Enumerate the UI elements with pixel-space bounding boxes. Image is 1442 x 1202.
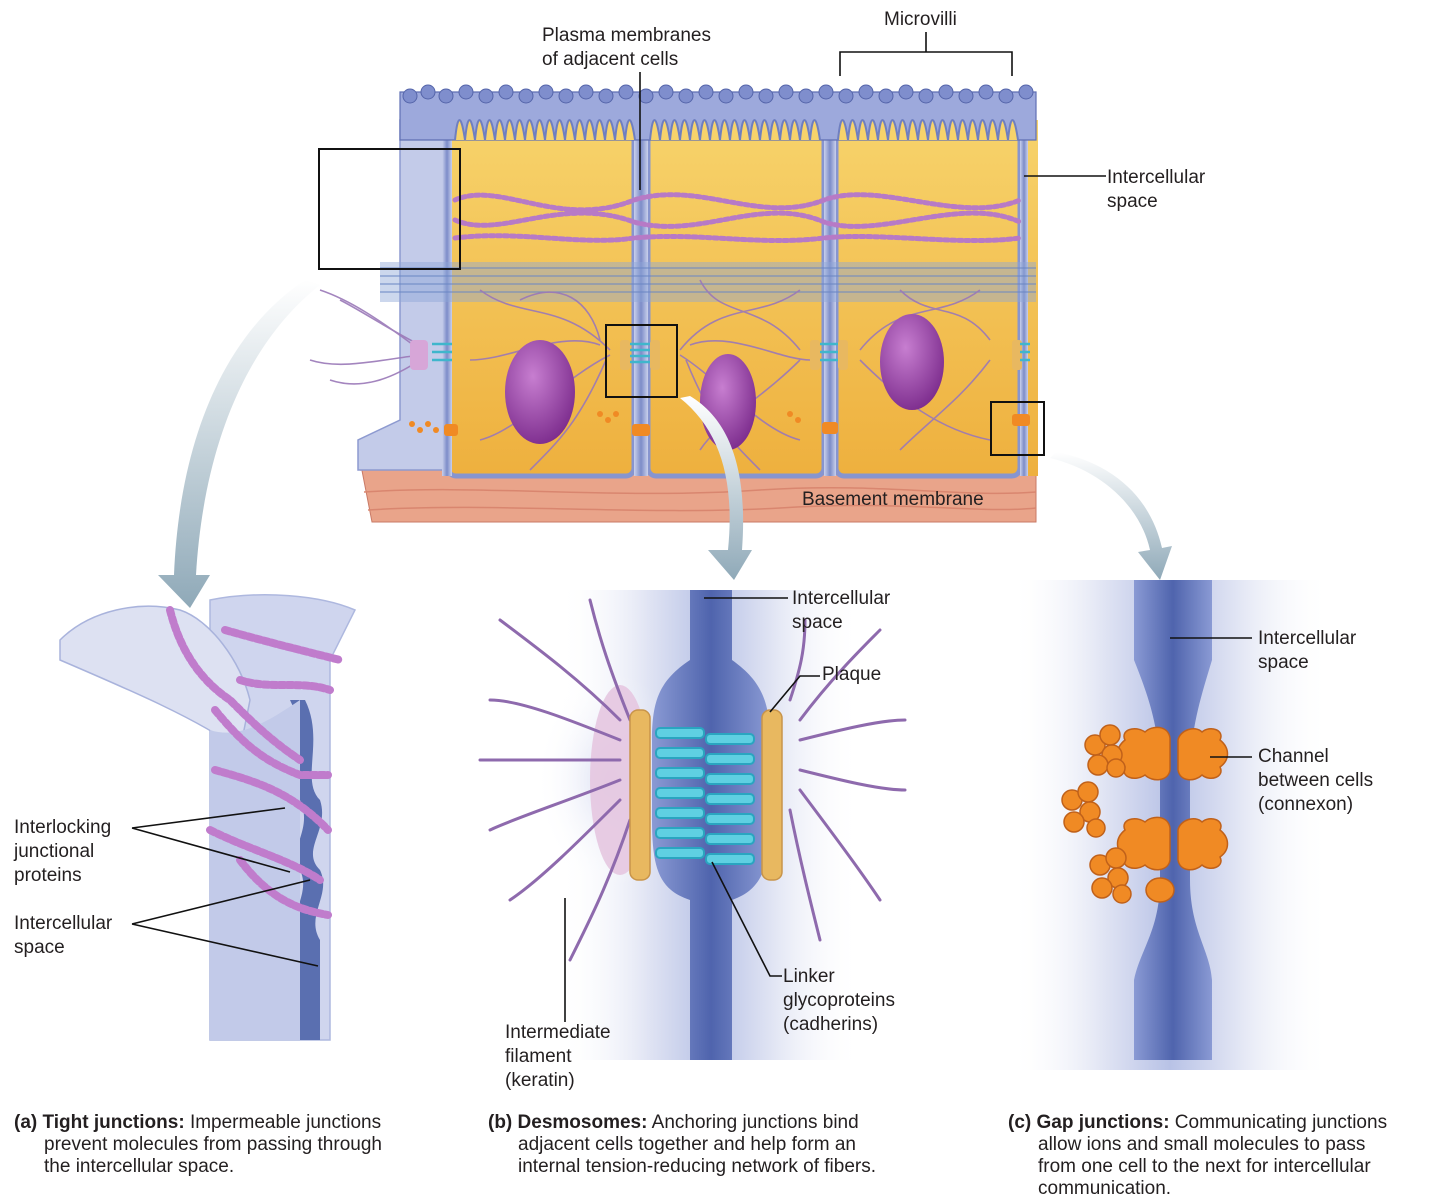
plaque-right [762,710,782,880]
plaque-left [630,710,650,880]
caption-b-letter: (b) [488,1112,512,1133]
label-plaque: Plaque [822,663,881,687]
caption-a-line: Impermeable junctions [190,1112,381,1133]
epithelium-block [310,85,1044,522]
caption-b-line: internal tension-reducing network of fib… [488,1156,958,1178]
caption-a-line: the intercellular space. [14,1156,454,1178]
label-linker-glycoproteins: Linker glycoproteins (cadherins) [783,965,895,1037]
label-intermediate-filament: Intermediate filament (keratin) [505,1021,611,1093]
caption-c-line: allow ions and small molecules to pass [1008,1134,1438,1156]
label-intercellular-space-c: Intercellular space [1258,627,1356,675]
nucleus [700,354,756,450]
microvilli [400,85,1036,140]
nucleus [880,314,944,410]
label-plasma-membranes: Plasma membranes of adjacent cells [542,24,711,72]
label-intercellular-space-top: Intercellular space [1107,166,1205,214]
label-basement-membrane: Basement membrane [802,488,984,512]
caption-a-title: Tight junctions: [43,1112,185,1133]
label-channel-connexon: Channel between cells (connexon) [1258,745,1373,817]
label-microvilli: Microvilli [884,8,957,32]
caption-b-line: adjacent cells together and help form an [488,1134,958,1156]
caption-a-letter: (a) [14,1112,37,1133]
arrow-to-panel-c [1050,452,1172,580]
label-intercellular-space-a: Intercellular space [14,912,112,960]
caption-c-line: communication. [1008,1178,1438,1200]
caption-b-title: Desmosomes: [518,1112,648,1133]
arrow-to-panel-a [158,280,320,608]
leader-microvilli [840,32,1012,76]
caption-c: (c) Gap junctions: Communicating junctio… [1008,1112,1438,1200]
caption-c-title: Gap junctions: [1037,1112,1170,1133]
caption-b: (b) Desmosomes: Anchoring junctions bind… [488,1112,958,1178]
caption-c-line: Communicating junctions [1175,1112,1387,1133]
nucleus [505,340,575,444]
caption-c-letter: (c) [1008,1112,1031,1133]
caption-c-line: from one cell to the next for intercellu… [1008,1156,1438,1178]
caption-a-line: prevent molecules from passing through [14,1134,454,1156]
label-interlocking-proteins: Interlocking junctional proteins [14,816,111,888]
caption-a: (a) Tight junctions: Impermeable junctio… [14,1112,454,1178]
label-intercellular-space-b: Intercellular space [792,587,890,635]
caption-b-line: Anchoring junctions bind [652,1112,859,1133]
